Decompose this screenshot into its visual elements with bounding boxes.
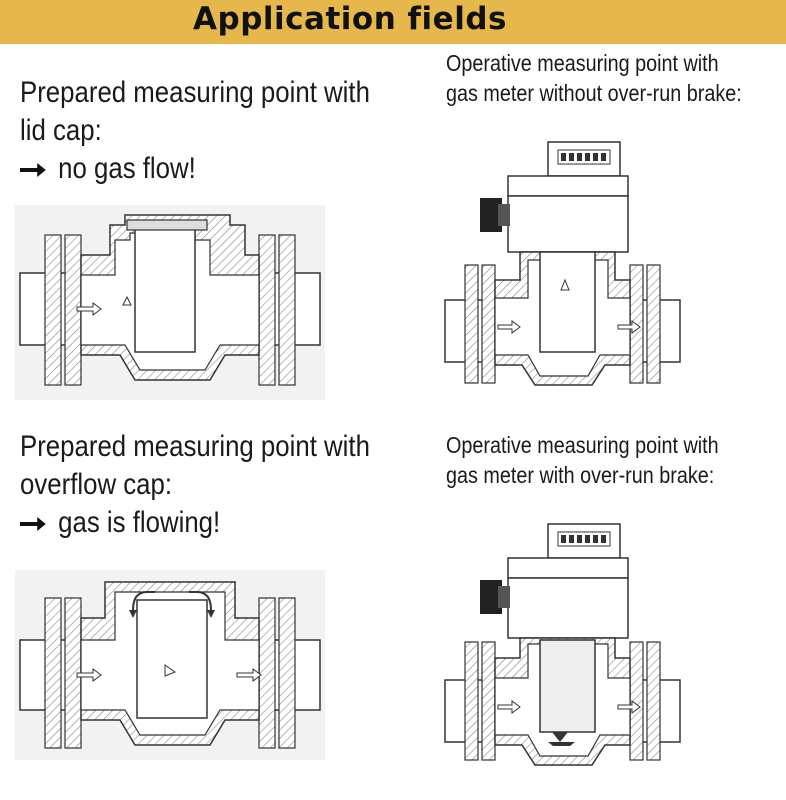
caption-line: Prepared measuring point with bbox=[20, 76, 370, 109]
caption-bottom-left: Prepared measuring point with overflow c… bbox=[20, 428, 370, 542]
caption-bottom-right: Operative measuring point with gas meter… bbox=[446, 430, 719, 490]
result-text: gas is flowing! bbox=[58, 506, 221, 539]
right-arrow-icon bbox=[20, 163, 46, 177]
valve-diagram-overflow-cap bbox=[15, 570, 325, 760]
right-arrow-icon bbox=[20, 517, 46, 531]
valve-diagram-meter-with-brake bbox=[444, 523, 681, 766]
valve-diagram-meter-no-brake bbox=[444, 141, 681, 386]
caption-top-right: Operative measuring point with gas meter… bbox=[446, 48, 742, 108]
caption-line: gas meter without over-run brake: bbox=[446, 80, 742, 106]
header-bar: Application fields bbox=[0, 0, 786, 44]
page-title: Application fields bbox=[193, 1, 507, 37]
caption-top-left: Prepared measuring point with lid cap: n… bbox=[20, 74, 370, 188]
caption-line: Operative measuring point with bbox=[446, 432, 719, 458]
caption-line: lid cap: bbox=[20, 114, 102, 147]
valve-diagram-lid-cap bbox=[15, 205, 325, 400]
caption-line: Prepared measuring point with bbox=[20, 430, 370, 463]
caption-line: gas meter with over-run brake: bbox=[446, 462, 715, 488]
caption-line: overflow cap: bbox=[20, 468, 173, 501]
result-line: no gas flow! bbox=[20, 150, 370, 188]
result-line: gas is flowing! bbox=[20, 504, 370, 542]
caption-line: Operative measuring point with bbox=[446, 50, 719, 76]
result-text: no gas flow! bbox=[58, 152, 196, 185]
